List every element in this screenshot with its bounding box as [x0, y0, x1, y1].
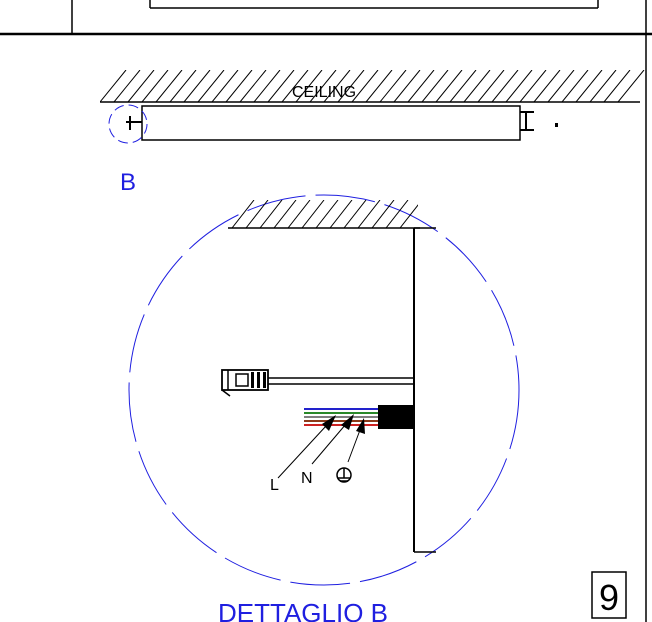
live-wire-label: L [270, 477, 279, 494]
detail-title: DETTAGLIO B [218, 598, 388, 622]
leader-arrows [277, 414, 365, 479]
detail-ceiling-hatch [228, 200, 420, 229]
detail-callout-label: B [120, 169, 136, 196]
page-number: 9 [599, 577, 619, 618]
fixture-end-cap [413, 227, 436, 553]
ceiling-hatch [100, 70, 645, 103]
neutral-wire-label: N [301, 470, 313, 487]
detail-circle [128, 194, 520, 586]
detail-callout-circle [108, 104, 148, 144]
earth-ground-icon [336, 467, 352, 483]
connector-plug [221, 369, 414, 397]
wire-bundle [304, 405, 414, 429]
ceiling-label: CEILING [292, 84, 356, 101]
page-number-box [591, 571, 627, 619]
tube-fixture [126, 105, 558, 141]
